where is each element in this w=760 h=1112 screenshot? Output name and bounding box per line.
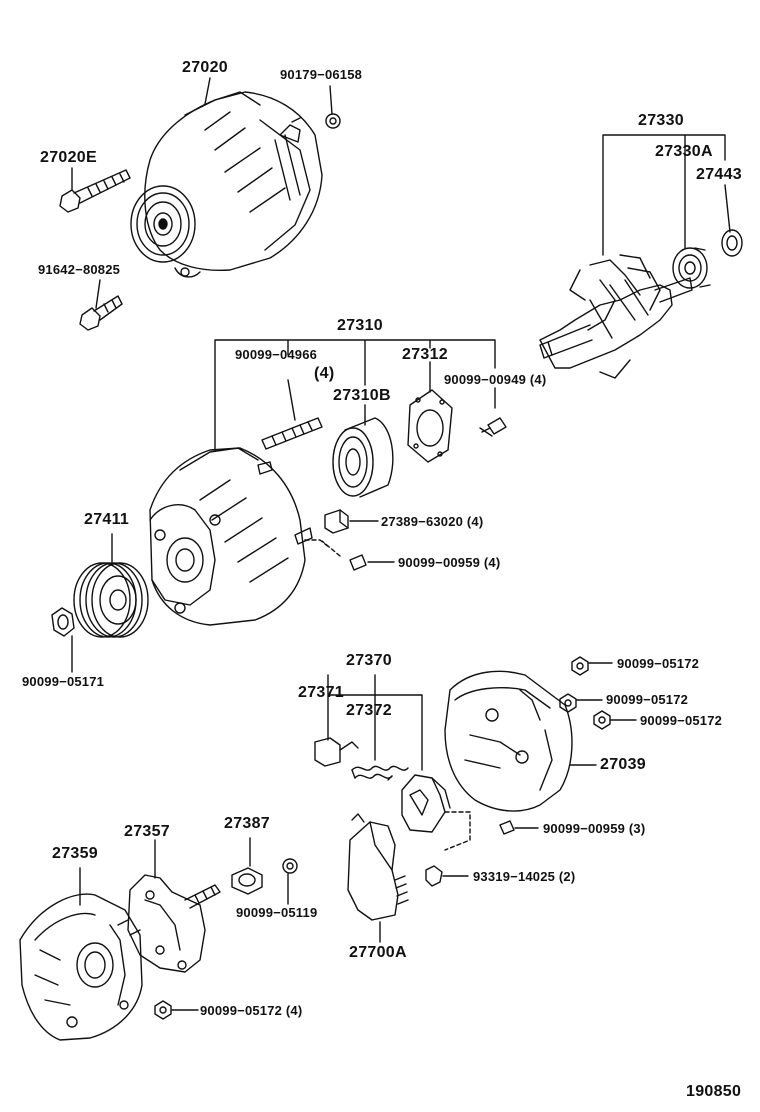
part-label-27372[interactable]: 27372 (346, 702, 392, 719)
part-label-27411[interactable]: 27411 (84, 511, 130, 528)
screw-icon (500, 821, 514, 834)
part-label-90099-05172-4[interactable]: 90099−05172 (4) (200, 1003, 303, 1018)
drive-end-frame-icon (150, 448, 312, 625)
rotor-icon (540, 255, 692, 378)
part-label-27310[interactable]: 27310 (337, 317, 383, 334)
bearing-icon (333, 418, 393, 497)
leader-line (205, 78, 210, 104)
screw-icon (426, 866, 442, 886)
retainer-plate-icon (408, 390, 452, 462)
leader-bracket (328, 675, 422, 770)
insulator-icon (232, 868, 262, 894)
screw-icon (350, 555, 366, 570)
nut-icon (52, 608, 74, 636)
part-label-93319-14025[interactable]: 93319−14025 (2) (473, 869, 576, 884)
brush-icon (315, 738, 358, 766)
part-label-90099-05172-c[interactable]: 90099−05172 (640, 713, 723, 728)
screw-icon (480, 418, 506, 436)
part-label-90099-00959-3[interactable]: 90099−00959 (3) (543, 821, 646, 836)
part-label-90099-05172-b[interactable]: 90099−05172 (606, 692, 689, 707)
nut-icon (594, 711, 610, 729)
part-label-27020[interactable]: 27020 (182, 59, 228, 76)
part-label-27389-63020[interactable]: 27389−63020 (4) (381, 514, 484, 529)
part-label-90099-04966[interactable]: 90099−04966 (235, 347, 318, 362)
part-label-27312[interactable]: 27312 (402, 346, 448, 363)
voltage-regulator-icon (348, 814, 408, 920)
leader-bracket (603, 135, 725, 255)
part-label-27357[interactable]: 27357 (124, 823, 170, 840)
part-label-90099-05171[interactable]: 90099−05171 (22, 674, 105, 689)
bolt-icon (80, 296, 122, 330)
part-label-27359[interactable]: 27359 (52, 845, 98, 862)
bearing-icon (673, 248, 710, 288)
bolt-icon (60, 170, 130, 212)
nut-icon (326, 114, 340, 128)
washer-icon (722, 230, 742, 256)
catalog-number: 190850 (686, 1083, 742, 1100)
rear-end-frame-icon (20, 894, 142, 1040)
nut-icon (283, 859, 297, 873)
rear-cover-icon (445, 671, 572, 811)
part-label-27371[interactable]: 27371 (298, 684, 344, 701)
pulley-icon (74, 563, 148, 637)
part-label-27370[interactable]: 27370 (346, 652, 392, 669)
part-label-90099-05119[interactable]: 90099−05119 (236, 905, 318, 920)
part-label-27387[interactable]: 27387 (224, 815, 270, 832)
part-label-90099-00959-4[interactable]: 90099−00959 (4) (398, 555, 501, 570)
stud-bolt-icon (262, 418, 322, 449)
part-label-27330A[interactable]: 27330A (655, 143, 713, 160)
nut-icon (572, 657, 588, 675)
brush-holder-icon (402, 775, 450, 832)
part-label-27310B[interactable]: 27310B (333, 387, 391, 404)
spring-icon (352, 766, 408, 780)
nut-icon (560, 694, 576, 712)
rectifier-icon (128, 875, 220, 972)
part-label-90099-05172-a[interactable]: 90099−05172 (617, 656, 700, 671)
part-label-91642-80825[interactable]: 91642−80825 (38, 262, 121, 277)
part-label-qty-4: (4) (314, 365, 335, 382)
part-label-27443[interactable]: 27443 (696, 166, 742, 183)
clip-icon (325, 510, 348, 533)
part-label-90099-00949[interactable]: 90099−00949 (4) (444, 372, 547, 387)
part-label-27039[interactable]: 27039 (600, 756, 646, 773)
part-label-90179-06158[interactable]: 90179−06158 (280, 67, 363, 82)
alternator-assembly-icon (131, 92, 322, 277)
part-label-27330[interactable]: 27330 (638, 112, 684, 129)
part-label-27020E[interactable]: 27020E (40, 149, 97, 166)
nut-icon (155, 1001, 171, 1019)
leader-bracket (215, 340, 495, 450)
part-label-27700A[interactable]: 27700A (349, 944, 407, 961)
